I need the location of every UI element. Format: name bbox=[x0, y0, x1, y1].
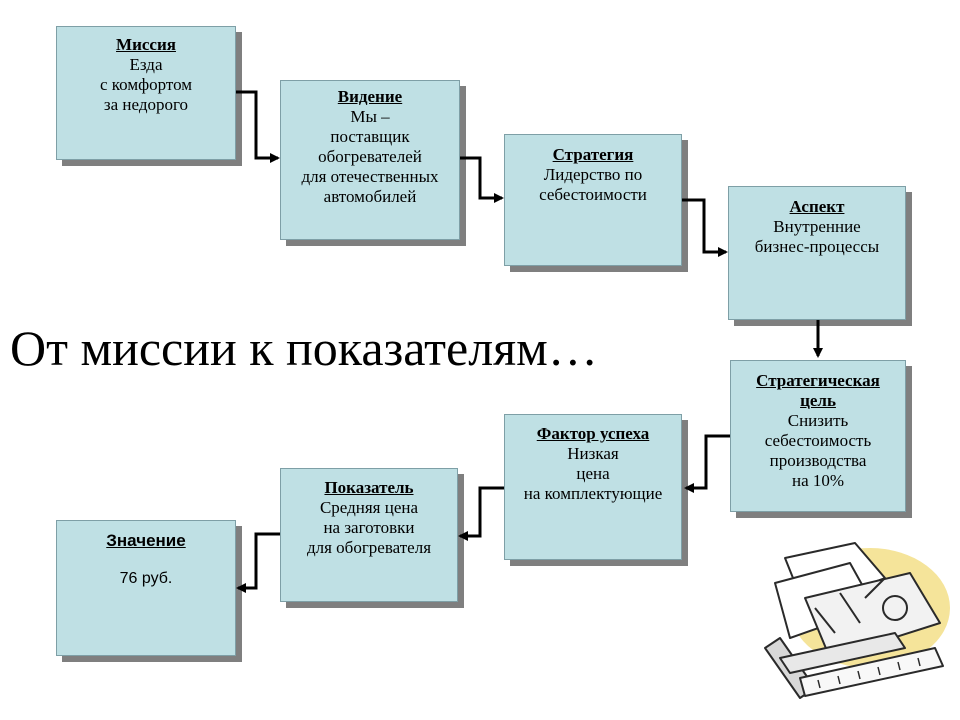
value-line: 76 руб. bbox=[119, 570, 173, 587]
vision-line: для отечественных bbox=[301, 167, 439, 186]
aspect-line: бизнес-процессы bbox=[754, 237, 880, 256]
mission-line: с комфортом bbox=[99, 75, 193, 94]
strategy-line: себестоимости bbox=[539, 185, 647, 204]
vision-line: обогревателей bbox=[318, 147, 422, 166]
goal-title: Стратегическая bbox=[756, 371, 880, 390]
mission-line: за недорого bbox=[103, 95, 189, 114]
aspect-box: Аспект Внутренние бизнес-процессы bbox=[728, 186, 906, 320]
strategy-box: Стратегия Лидерство по себестоимости bbox=[504, 134, 682, 266]
mission-box: Миссия Езда с комфортом за недорого bbox=[56, 26, 236, 160]
arrow-strategy-to-aspect bbox=[682, 198, 728, 257]
vision-title: Видение bbox=[337, 87, 403, 106]
goal-title-2: цель bbox=[800, 391, 836, 410]
mission-title: Миссия bbox=[116, 35, 176, 54]
indicator-box: Показатель Средняя цена на заготовки для… bbox=[280, 468, 458, 602]
arrow-mission-to-vision bbox=[236, 90, 280, 163]
mission-line: Езда bbox=[129, 55, 163, 74]
vision-line: автомобилей bbox=[323, 187, 417, 206]
success-line: цена bbox=[576, 464, 610, 483]
goal-line: себестоимость bbox=[764, 431, 872, 450]
vision-box: Видение Мы – поставщик обогревателей для… bbox=[280, 80, 460, 240]
slide-title: От миссии к показателям… bbox=[10, 320, 598, 376]
strategy-line: Лидерство по bbox=[543, 165, 643, 184]
arrow-goal-to-success bbox=[684, 434, 730, 493]
goal-line: Снизить bbox=[787, 411, 849, 430]
value-box: Значение 76 руб. bbox=[56, 520, 236, 656]
value-title: Значение bbox=[106, 531, 186, 550]
strategy-title: Стратегия bbox=[552, 145, 634, 164]
success-line: Низкая bbox=[567, 444, 619, 463]
indicator-line: для обогревателя bbox=[306, 538, 432, 557]
indicator-line: Средняя цена bbox=[319, 498, 419, 517]
aspect-line: Внутренние bbox=[773, 217, 861, 236]
drafting-tools-clipart-icon bbox=[764, 542, 950, 699]
goal-line: производства bbox=[769, 451, 867, 470]
vision-line: поставщик bbox=[330, 127, 410, 146]
vision-line: Мы – bbox=[350, 107, 390, 126]
arrow-success-to-indicator bbox=[458, 486, 504, 541]
goal-line: на 10% bbox=[791, 471, 845, 490]
arrow-vision-to-strategy bbox=[460, 156, 504, 203]
indicator-line: на заготовки bbox=[323, 518, 415, 537]
indicator-title: Показатель bbox=[324, 478, 414, 497]
strategic-goal-box: Стратегическая цель Снизить себестоимост… bbox=[730, 360, 906, 512]
arrow-indicator-to-value bbox=[236, 532, 280, 593]
aspect-title: Аспект bbox=[789, 197, 845, 216]
success-factor-box: Фактор успеха Низкая цена на комплектующ… bbox=[504, 414, 682, 560]
success-title: Фактор успеха bbox=[536, 424, 650, 443]
success-line: на комплектующие bbox=[523, 484, 663, 503]
